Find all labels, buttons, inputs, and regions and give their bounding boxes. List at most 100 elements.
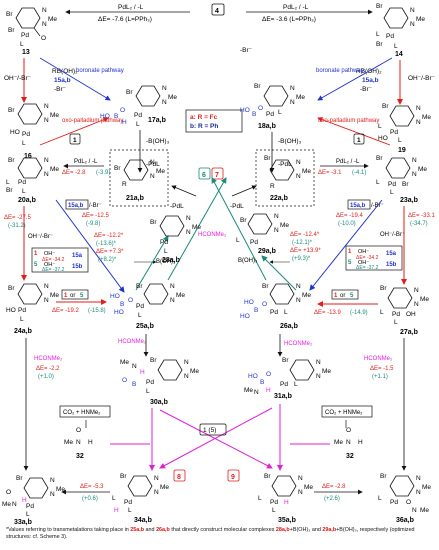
atom-n: N [44,171,49,178]
compound-label-14: 14 [395,51,403,58]
molecule-36: Br N N Me L Pd O N Me 36a,b [378,473,431,524]
reagent-br-left: -Br⁻ [54,86,67,93]
molecule-29: Br N N Me L Pd 29a,b [236,213,289,255]
atom-b: B [254,307,258,314]
compound-label-35: 35a,b [278,517,296,524]
box-1-oh-right: OH⁻ [358,249,369,255]
right-e1-alt: (-34.7) [410,221,428,227]
box-7 [211,167,224,180]
arrow-teal-right-up [211,177,267,281]
atom-ho: HO [6,307,16,314]
co2-right: CO₂ + HNMe₂ [325,410,363,416]
atom-br: Br [8,107,15,114]
molecule-27: Br N N Me L Pd OH L 27a,b [380,285,429,336]
compound-label-20: 20a,b [18,197,36,204]
atom-pd: Pd [270,499,278,506]
atom-me: Me [422,484,431,491]
right-e6-alt: (+1.1) [372,374,388,380]
compound-label-19: 19 [398,147,406,154]
right-e3: ΔE= -12.4* [290,232,320,238]
reagent-boh3-17: -B(OH)₃ [146,138,170,145]
atom-l: L [26,511,30,518]
footnote-text-5: +B(OH)₃, respectively (optimized structu… [6,527,415,540]
atom-r: R [122,181,127,188]
atom-n: N [414,287,419,294]
right-e5-alt: (-14.9) [350,310,368,316]
atom-br: Br [150,357,157,364]
reagent-pdl-18: -PdL [278,161,292,168]
box-15-left-label: 15a,b [68,203,84,209]
box-6 [198,167,211,180]
atom-ho: HO [114,309,124,316]
box-1-5-left [31,247,89,273]
legend-b: b: R = Ph [190,123,218,130]
left-e5: ΔE= -19.2 [52,308,80,314]
atom-b: B [252,111,256,118]
compound-label-32-left: 32 [76,453,84,460]
row20-right-label: PdL₂ / -L [336,159,360,165]
arrow-23-to-26 [309,199,383,291]
atom-n: N [162,99,167,106]
arrow-16-to-17 [39,117,109,146]
atom-n: N [50,477,55,484]
atom-n: N [44,297,49,304]
atom-pd: Pd [124,499,132,506]
box-5-left-small: 5 [34,262,38,268]
box-1-right-label: 1 [357,137,361,144]
atom-n: N [316,359,321,366]
compound-label-32-right: 32 [346,453,354,460]
box-5-oh-right: OH⁻ [358,260,369,266]
molecule-19: Br N N Me L Pd HO L 19 [378,103,431,154]
atom-pd: Pd [270,309,278,316]
left-e1: ΔE= -27.5 [4,215,32,221]
reagent-boh3-18: -B(OH)₃ [278,138,302,145]
box-1or5-right-5: 5 [350,293,354,299]
atom-br: Br [376,3,383,10]
compound-label-25: 25a,b [136,323,154,330]
oxo-pathway-right: oxo-palladium pathway [318,118,379,124]
box-8-label: 8 [177,474,181,481]
atom-n: N [132,363,137,370]
atom-l: L [6,179,10,186]
row20-pdl-left: -PdL [170,203,184,210]
atom-ho: HO [10,129,20,136]
atom-ho: HO [248,373,258,380]
atom-br: Br [254,83,261,90]
atom-me: Me [302,168,311,175]
atom-n: N [170,283,175,290]
left-e2-alt: (-9.8) [86,221,100,227]
atom-br: Br [380,285,387,292]
atom-br: Br [126,89,133,96]
compound-label-33: 33a,b [14,519,32,526]
row20-right-energy: ΔE= -3.1 [318,170,342,176]
atom-h: H [266,387,271,394]
arrow-to-21 [171,185,197,197]
atom-l: L [294,381,298,388]
compound-label-22: 22a,b [270,195,288,202]
molecule-35: Br N N Me L Pd H L 35a,b [258,473,313,524]
box-15b-right: 15b [386,262,397,268]
atom-o: O [41,35,46,42]
atom-me: Me [176,292,185,299]
atom-br: Br [120,473,127,480]
atom-h: H [88,439,93,446]
molecule-20: Br N N Me L Pd Br L 20a,b [6,157,59,204]
atom-l: L [258,495,262,502]
box-15b-left: 15b [72,264,83,270]
atom-o: O [258,105,263,112]
box-1-right-small: 1 [348,249,352,255]
compound-label-15-left: 15a,b [54,77,71,84]
atom-n: N [416,489,421,496]
footnote-text-2: and [144,527,157,533]
row20-left-energy-alt: (-3.9) [96,170,110,176]
atom-o: O [262,301,267,308]
right-e2: ΔE= -19.4 [336,213,364,219]
box-1or5-right [331,289,359,300]
oh-br-left: OH⁻/-Br⁻ [4,75,32,82]
atom-br: Br [6,11,13,18]
atom-pd: Pd [18,307,26,314]
molecule-25: Br N N Me HO B O HO Pd L 25a,b [110,283,185,330]
box-8 [173,469,186,482]
atom-me: Me [50,166,59,173]
atom-me: Me [420,507,429,514]
